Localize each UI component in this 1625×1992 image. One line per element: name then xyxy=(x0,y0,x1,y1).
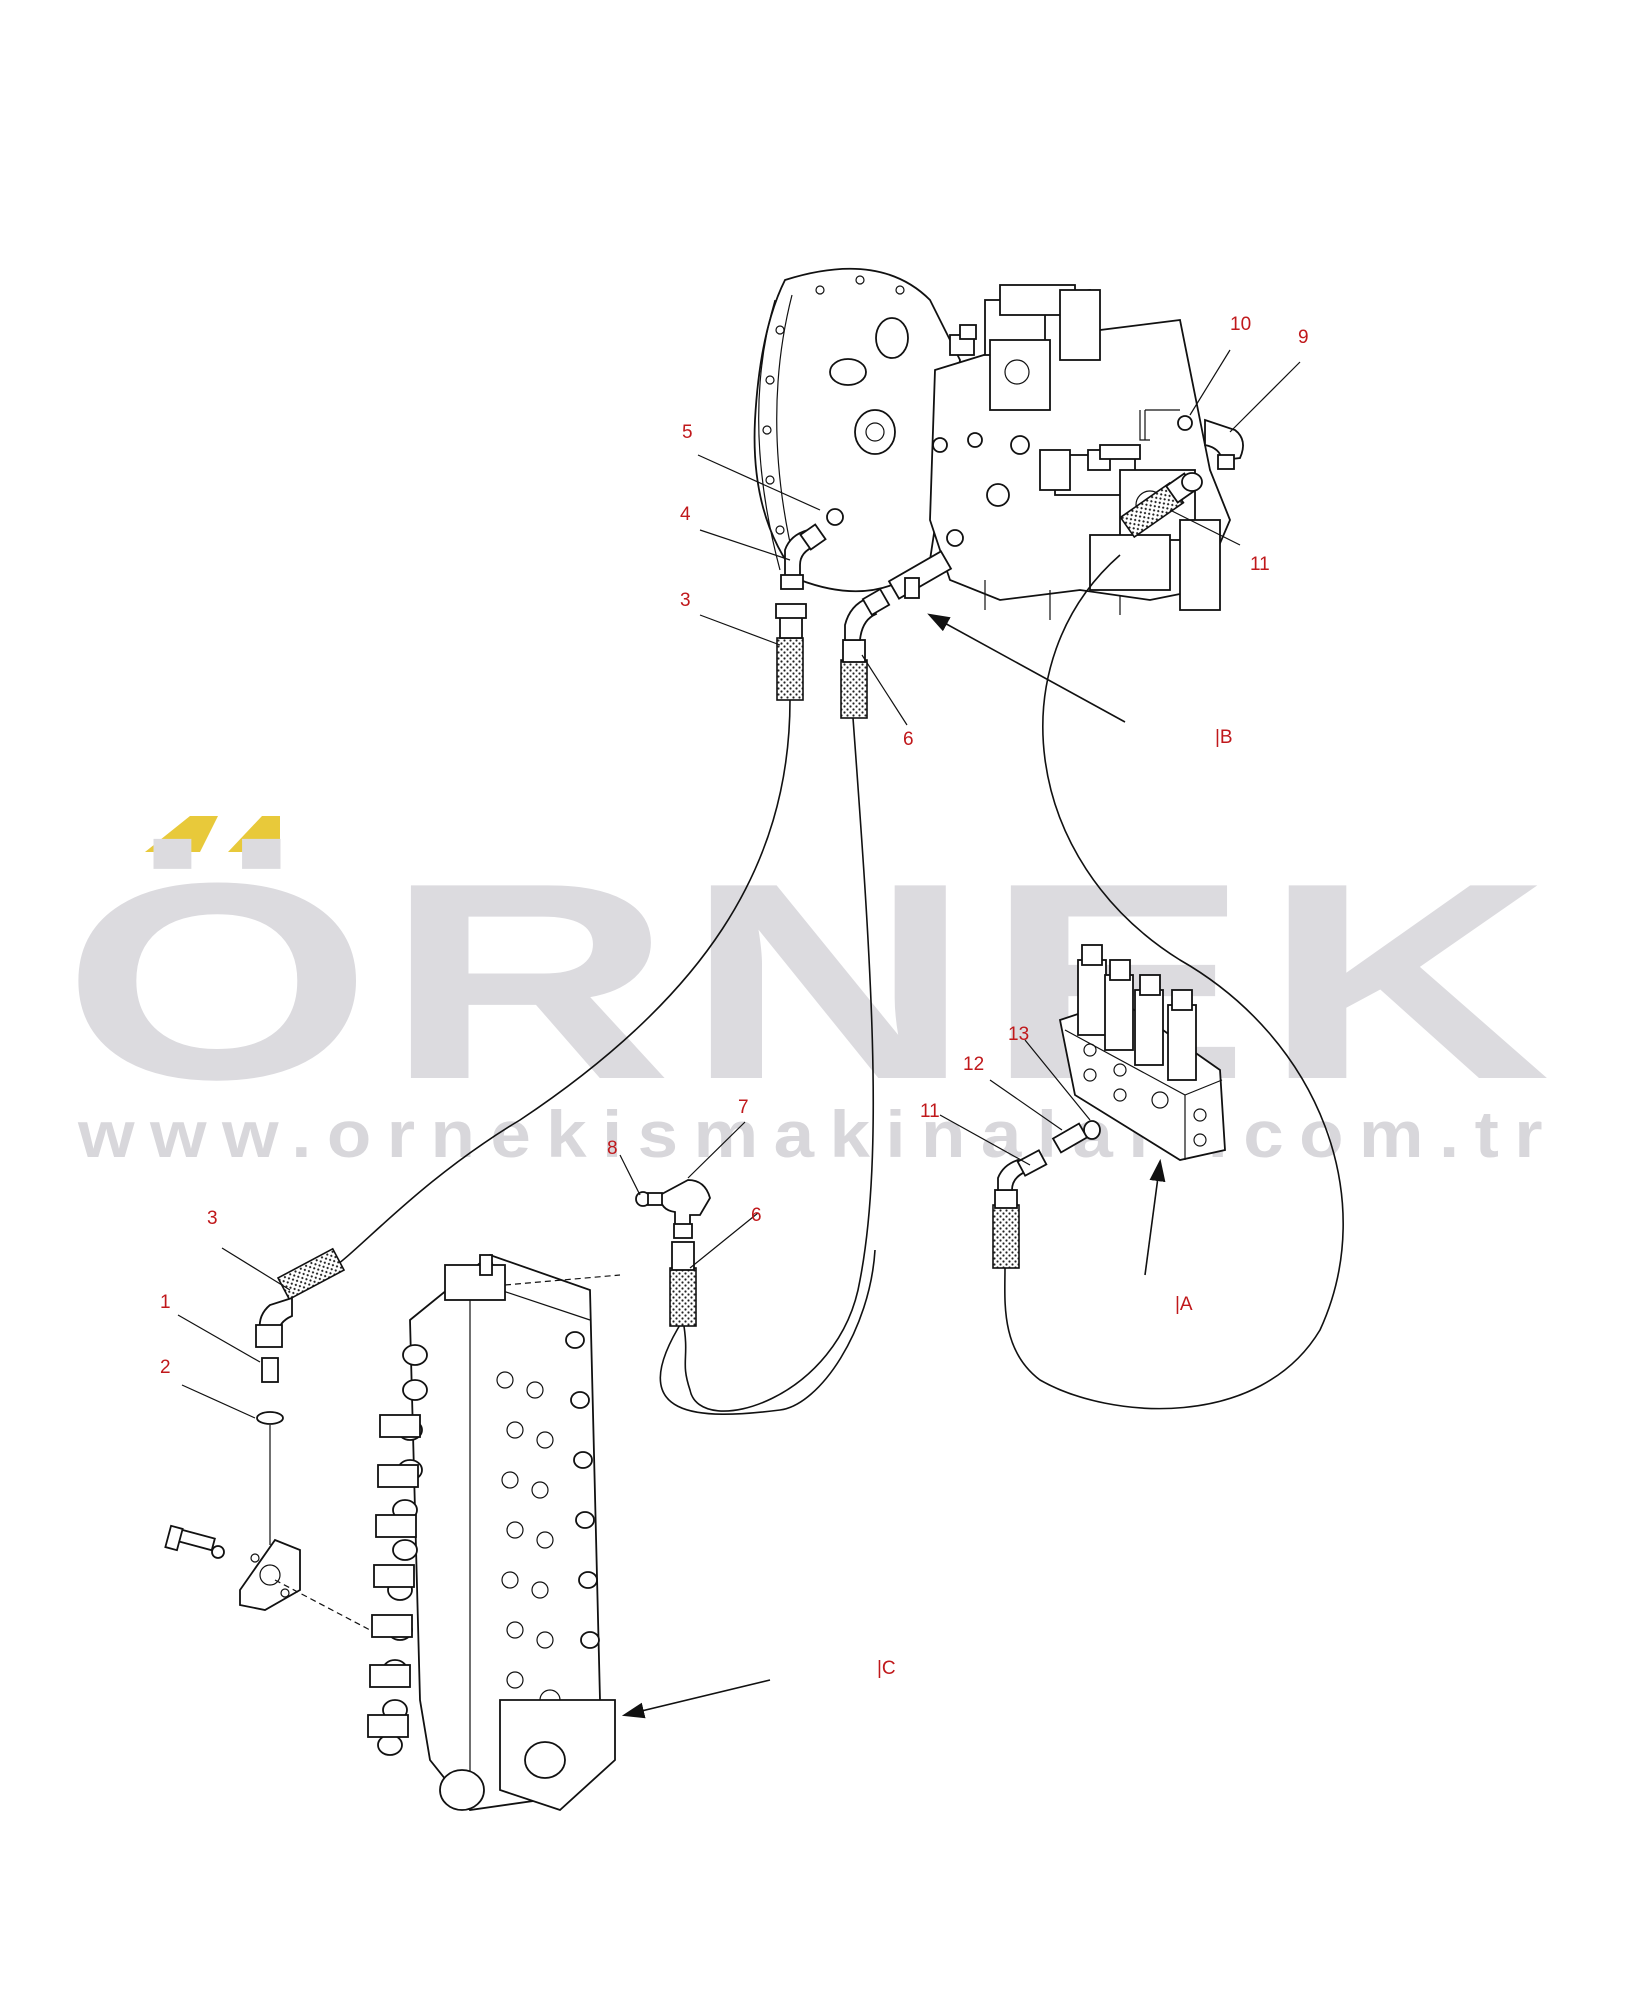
callout-1: 1 xyxy=(160,1292,171,1313)
callout-10: 10 xyxy=(1230,314,1251,335)
callout-11-lower: 11 xyxy=(920,1101,940,1122)
callout-6-upper: 6 xyxy=(903,729,914,750)
control-valve-block xyxy=(164,1253,621,1812)
watermark-accent-right xyxy=(228,816,280,852)
fittings xyxy=(255,409,1244,1545)
callout-3-upper: 3 xyxy=(680,590,691,611)
callout-11-upper: 11 xyxy=(1250,554,1270,575)
callout-12: 12 xyxy=(963,1054,984,1075)
view-label-a: |A xyxy=(1175,1294,1193,1315)
callout-5: 5 xyxy=(682,422,693,443)
watermark-accent-left xyxy=(145,816,218,852)
callout-6-lower: 6 xyxy=(751,1205,762,1226)
callout-8: 8 xyxy=(607,1138,618,1159)
watermark-url: www.ornekismakinalari.com.tr xyxy=(77,1097,1558,1171)
main-pump-assembly xyxy=(753,267,1231,620)
watermark-brand: ÖRNEK xyxy=(62,826,1562,1138)
callout-labels: 1 2 3 3 4 5 6 6 7 8 9 10 11 11 12 13 |B … xyxy=(160,314,1309,1679)
leader-lines xyxy=(177,349,1301,1719)
callout-2: 2 xyxy=(160,1357,171,1378)
callout-4: 4 xyxy=(680,504,691,525)
callout-13: 13 xyxy=(1008,1024,1029,1045)
hoses xyxy=(329,554,1344,1416)
watermark: ÖRNEK www.ornekismakinalari.com.tr xyxy=(62,816,1562,1171)
callout-9: 9 xyxy=(1298,327,1309,348)
solenoid-valve-block xyxy=(1051,944,1226,1161)
view-label-c: |C xyxy=(877,1658,896,1679)
callout-3-lower: 3 xyxy=(207,1208,218,1229)
callout-7: 7 xyxy=(738,1097,749,1118)
view-label-b: |B xyxy=(1215,727,1233,748)
